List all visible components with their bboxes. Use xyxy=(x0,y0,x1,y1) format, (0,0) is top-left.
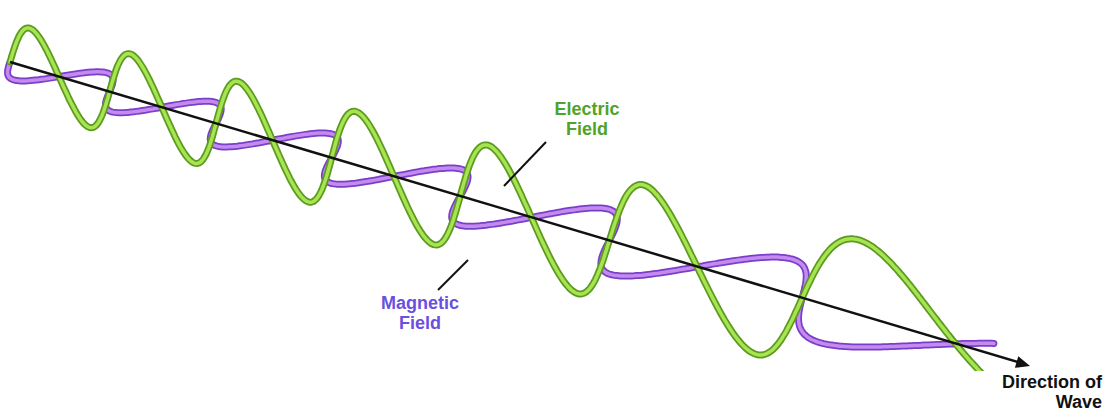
axis-arrowhead xyxy=(1015,356,1030,368)
field-label: Electric Field xyxy=(544,98,630,140)
electric-wave-highlight xyxy=(10,28,982,373)
electric-wave xyxy=(10,28,982,373)
field-label: Magnetic Field xyxy=(372,292,468,334)
wave-axis xyxy=(10,62,1018,362)
direction-label: Direction of Wave xyxy=(975,371,1105,413)
leader-line xyxy=(504,142,546,186)
leader-line xyxy=(438,260,468,290)
